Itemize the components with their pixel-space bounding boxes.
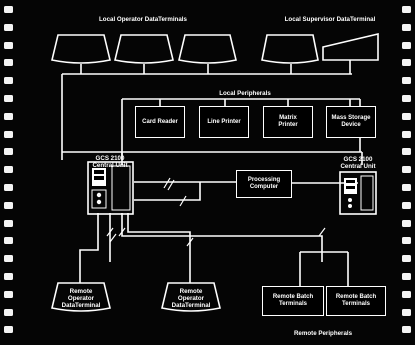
- film-perforation: [402, 273, 411, 280]
- film-perforation: [4, 6, 13, 13]
- central-unit-right-name: Central Unit: [340, 163, 376, 170]
- local-operator-terminal-2: [114, 34, 174, 64]
- central-unit-left-label: GCS 2100 Central Unit: [82, 155, 138, 169]
- local-operator-terminal-1: [51, 34, 111, 64]
- matrix-printer-label: Matrix Printer: [278, 115, 298, 128]
- film-perforation: [402, 6, 411, 13]
- film-perforation: [402, 308, 411, 316]
- remote-batch-terminal-1-label: Remote Batch Terminals: [272, 294, 314, 307]
- processing-computer-box: Processing Computer: [236, 170, 292, 198]
- film-perforation: [402, 237, 411, 245]
- card-reader-label: Card Reader: [142, 118, 178, 125]
- film-perforation: [4, 148, 13, 156]
- film-perforation: [4, 326, 13, 334]
- film-perforation: [4, 237, 13, 245]
- header-local-operator-terminals: Local Operator DataTerminals: [99, 16, 187, 23]
- film-perforation: [4, 77, 13, 85]
- central-unit-right-cabinet: [339, 171, 377, 215]
- central-unit-right-model: GCS 2100: [343, 156, 373, 163]
- matrix-printer-box: Matrix Printer: [263, 106, 313, 138]
- film-perforation: [4, 201, 13, 209]
- local-supervisor-terminal: [261, 34, 319, 64]
- line-printer-box: Line Printer: [199, 106, 249, 138]
- processing-computer-label: Processing Computer: [247, 177, 281, 190]
- remote-batch-terminal-2-box: Remote Batch Terminals: [326, 286, 386, 316]
- film-perforation: [402, 41, 411, 49]
- film-perforation: [4, 255, 13, 263]
- line-printer-label: Line Printer: [207, 118, 241, 125]
- central-unit-left-model: GCS 2100: [95, 155, 125, 162]
- film-perforation: [402, 201, 411, 209]
- remote-batch-terminal-1-box: Remote Batch Terminals: [262, 286, 324, 316]
- film-perforation: [4, 308, 13, 316]
- mass-storage-box: Mass Storage Device: [326, 106, 376, 138]
- film-perforation: [4, 184, 13, 191]
- central-unit-left-name: Central Unit: [92, 162, 128, 169]
- film-perforation: [402, 166, 411, 174]
- card-reader-box: Card Reader: [135, 106, 185, 138]
- film-perforation: [402, 184, 411, 191]
- film-perforation: [402, 148, 411, 156]
- header-local-supervisor-terminal: Local Supervisor DataTerminal: [284, 16, 376, 23]
- film-perforation: [402, 59, 411, 67]
- local-supervisor-printer: [322, 32, 379, 61]
- header-remote-peripherals: Remote Peripherals: [293, 330, 353, 337]
- film-perforation: [4, 273, 13, 280]
- film-perforation: [402, 326, 411, 334]
- film-perforation: [4, 41, 13, 49]
- film-perforation: [4, 23, 13, 31]
- film-perforation: [402, 219, 411, 227]
- film-perforation: [4, 130, 13, 138]
- film-perforation: [402, 255, 411, 263]
- remote-operator-terminal-1: [51, 282, 111, 312]
- remote-operator-terminal-2: [161, 282, 221, 312]
- film-perforation: [402, 290, 411, 298]
- comm-link-marks: [106, 177, 326, 247]
- local-operator-terminal-3: [178, 34, 237, 64]
- central-unit-right-label: GCS 2100 Central Unit: [330, 156, 386, 170]
- film-perforation: [4, 95, 13, 102]
- film-perforation: [4, 219, 13, 227]
- film-perforation: [402, 112, 411, 120]
- remote-batch-terminal-2-label: Remote Batch Terminals: [335, 294, 377, 307]
- central-unit-left-cabinet: [87, 161, 134, 215]
- film-perforation: [4, 290, 13, 298]
- remote-operator-terminal-1-label: Remote Operator DataTerminal: [61, 288, 101, 309]
- film-perforation: [402, 95, 411, 102]
- remote-operator-terminal-2-label: Remote Operator DataTerminal: [171, 288, 211, 309]
- film-perforation: [402, 23, 411, 31]
- film-perforation: [402, 77, 411, 85]
- film-perforation: [4, 59, 13, 67]
- header-local-peripherals: Local Peripherals: [219, 90, 271, 97]
- film-perforation: [4, 112, 13, 120]
- film-perforation: [402, 130, 411, 138]
- film-perforation: [4, 166, 13, 174]
- mass-storage-label: Mass Storage Device: [331, 115, 371, 128]
